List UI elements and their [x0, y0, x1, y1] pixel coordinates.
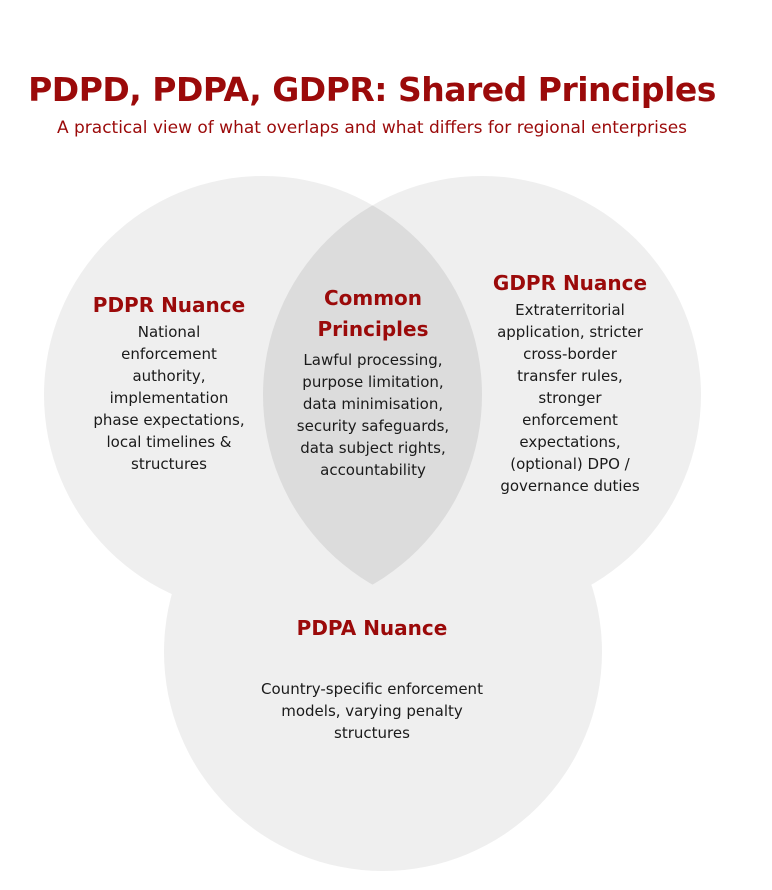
page-title: PDPD, PDPA, GDPR: Shared Principles — [28, 70, 716, 109]
common-overlap — [263, 176, 482, 614]
common-title: Common Principles — [317, 286, 429, 341]
pdpa-body: Country-specific enforcement models, var… — [261, 680, 483, 742]
page-subtitle: A practical view of what overlaps and wh… — [56, 118, 688, 138]
gdpr-title: GDPR Nuance — [492, 271, 648, 295]
pdpa-label: PDPA Nuance Country-specific enforcement… — [232, 613, 512, 744]
pdpr-title: PDPR Nuance — [92, 293, 246, 317]
pdpa-title: PDPA Nuance — [296, 616, 448, 640]
common-body: Lawful processing, purpose limitation, d… — [296, 351, 450, 479]
pdpr-label: PDPR Nuance National enforcement authori… — [69, 290, 269, 475]
pdpr-body: National enforcement authority, implemen… — [93, 323, 245, 473]
gdpr-label: GDPR Nuance Extraterritorial application… — [470, 268, 670, 497]
gdpr-body: Extraterritorial application, stricter c… — [497, 301, 643, 495]
common-label: Common Principles Lawful processing, pur… — [273, 283, 473, 481]
